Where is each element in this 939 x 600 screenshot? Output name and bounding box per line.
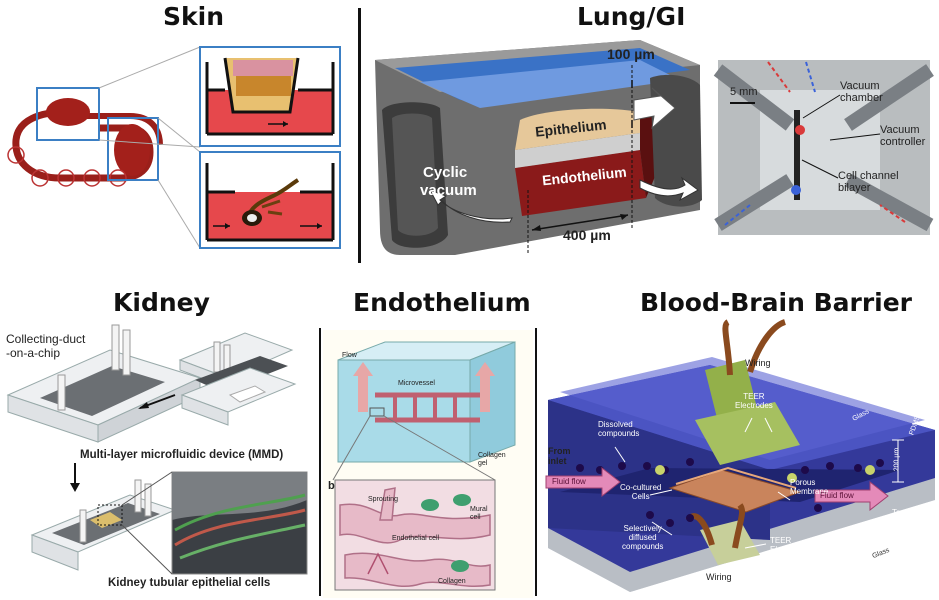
endo-sprouting-label: Sprouting	[368, 496, 398, 503]
endo-collagen-gel-label: Collagen gel	[478, 452, 506, 467]
lung-vacuum-controller-label: Vacuum controller	[880, 124, 926, 148]
skin-title: Skin	[163, 2, 224, 31]
endo-microvessel-label: Microvessel	[398, 380, 435, 387]
endo-collagen-label: Collagen	[438, 578, 466, 585]
kidney-collecting-duct-label: Collecting-duct -on-a-chip	[6, 332, 86, 360]
lung-dim-top: 100 µm	[607, 46, 655, 62]
bbb-selectively-label: Selectively diffused compounds	[622, 524, 664, 551]
lung-diagram	[375, 40, 934, 255]
skin-diagram	[7, 46, 341, 249]
lung-vacuum-label: vacuum	[420, 182, 477, 199]
kidney-title: Kidney	[113, 288, 210, 317]
lung-title: Lung/GI	[577, 2, 686, 31]
endothelium-diagram	[323, 330, 533, 598]
lung-cyclic-label: Cyclic	[423, 164, 468, 181]
divider-top-vertical	[358, 8, 361, 263]
bbb-dissolved-label: Dissolved compounds	[598, 420, 640, 438]
lung-dim-bottom: 400 µm	[563, 227, 611, 243]
endo-endothelial-cell-label: Endothelial cell	[392, 535, 440, 542]
bbb-wiring-bottom-label: Wiring	[706, 572, 732, 582]
bbb-height-label: 200 µm	[893, 447, 901, 472]
bbb-cocultured-label: Co-cultured Cells	[620, 483, 662, 501]
endo-b-label: b	[328, 480, 335, 492]
lung-scale-label: 5 mm	[730, 86, 758, 98]
lung-vacuum-chamber-label: Vacuum chamber	[840, 80, 883, 104]
bbb-to-outlet-label: To outlet	[892, 508, 912, 526]
bbb-porous-label: Porous Membrane	[790, 478, 829, 496]
endo-mural-cell-label: Mural cell	[470, 506, 488, 521]
bbb-teer-bottom-label: TEER Electrodes	[770, 536, 808, 554]
bbb-from-inlet-label: From inlet	[548, 446, 571, 466]
bbb-fluid-flow-left-label: Fluid flow	[552, 477, 586, 486]
bbb-title: Blood-Brain Barrier	[640, 288, 913, 317]
bbb-teer-top-label: TEER Electrodes	[735, 392, 773, 410]
divider-bottom-right	[535, 328, 537, 596]
kidney-mmd-label: Multi-layer microfluidic device (MMD)	[80, 449, 284, 461]
divider-bottom-left	[319, 328, 321, 596]
kidney-tubular-label: Kidney tubular epithelial cells	[108, 577, 271, 589]
bbb-wiring-top-label: Wiring	[745, 358, 771, 368]
endothelium-title: Endothelium	[353, 288, 531, 317]
lung-cell-channel-label: Cell channel bilayer	[838, 170, 899, 194]
endo-flow-label: Flow	[342, 352, 357, 359]
bbb-fluid-flow-right-label: Fluid flow	[820, 491, 854, 500]
kidney-diagram	[6, 324, 308, 575]
